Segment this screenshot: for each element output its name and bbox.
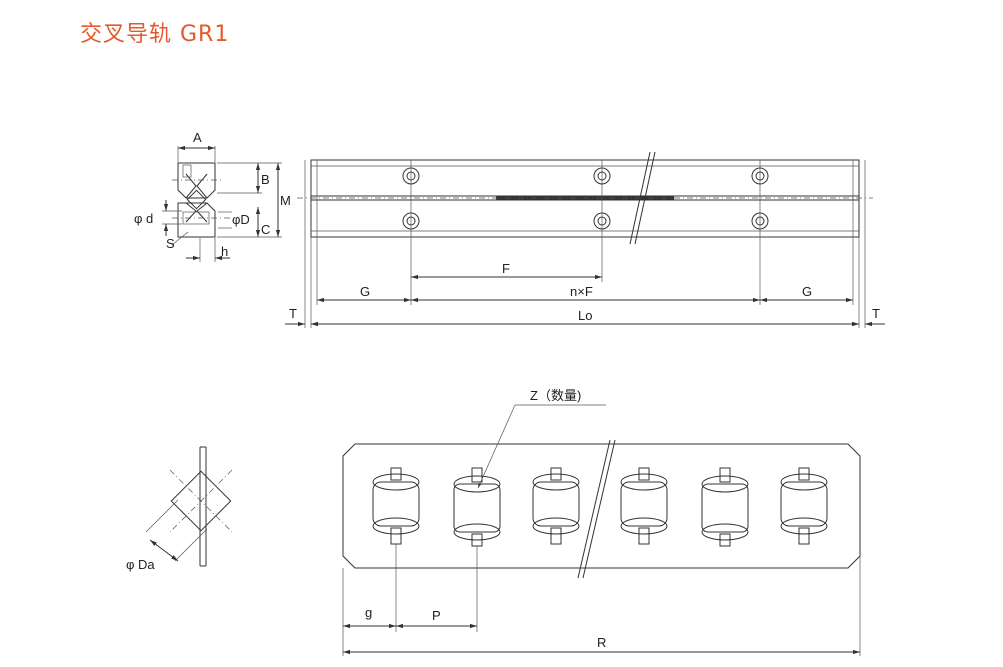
- page-title: 交叉导轨 GR1: [80, 22, 230, 47]
- dim-label-C: C: [261, 222, 270, 237]
- dim-label-Z: Z（数量): [530, 388, 581, 403]
- roller: [620, 467, 668, 545]
- dim-label-D: φD: [232, 212, 250, 227]
- roller: [372, 467, 420, 545]
- roller-cage-view: Z（数量) g P R: [342, 388, 861, 656]
- cage-plate: [342, 443, 861, 569]
- roller: [701, 467, 749, 547]
- upper-rail-profile: [177, 162, 216, 199]
- dim-label-F: F: [502, 261, 510, 276]
- dim-label-B: B: [261, 172, 270, 187]
- roller: [453, 467, 501, 547]
- roller-detail-view: φ Da: [126, 446, 233, 572]
- dim-label-P: P: [432, 608, 441, 623]
- roller: [780, 467, 828, 545]
- rollers: [372, 467, 828, 547]
- dim-label-nF: n×F: [570, 284, 593, 299]
- dim-label-S: S: [166, 236, 175, 251]
- dim-label-T-left: T: [289, 306, 297, 321]
- roller: [532, 467, 580, 545]
- dim-label-R: R: [597, 635, 606, 650]
- dim-label-M: M: [280, 193, 291, 208]
- dim-label-L0: Lo: [578, 308, 592, 323]
- dim-label-h: h: [221, 244, 228, 259]
- dim-label-A: A: [193, 130, 202, 145]
- dim-label-G-left: G: [360, 284, 370, 299]
- dim-label-Da: φ Da: [126, 557, 155, 572]
- rail-cross-section: A B C M φ d φD S h: [134, 130, 291, 262]
- dim-label-T-right: T: [872, 306, 880, 321]
- dim-label-G-right: G: [802, 284, 812, 299]
- dim-label-d: φ d: [134, 211, 153, 226]
- rail-side-view: F G n×F G T Lo T: [285, 151, 885, 328]
- dim-label-g: g: [365, 605, 372, 620]
